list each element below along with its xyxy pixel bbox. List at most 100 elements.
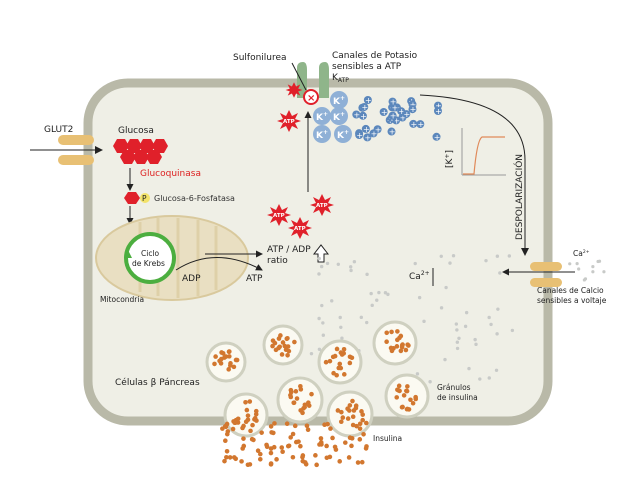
released-insulin-particle <box>298 443 303 449</box>
released-insulin-particle <box>296 439 301 444</box>
released-insulin <box>220 420 369 468</box>
calcium-dot <box>494 368 499 372</box>
insulin-particle <box>213 354 218 359</box>
calcium-dot <box>443 357 447 362</box>
insulin-particle <box>406 343 411 348</box>
atp-stars-cluster: ATP ATP ATP <box>267 194 334 239</box>
plus-sign: + <box>361 103 368 112</box>
calcium-dot <box>597 259 602 263</box>
released-insulin-particle <box>332 444 338 450</box>
insulin-particle <box>288 392 293 398</box>
phosphate-label: P <box>142 194 147 203</box>
calcium-dot <box>330 299 334 303</box>
sulfonilurea-label: Sulfonilurea <box>233 53 287 63</box>
despolarizacion-label: DESPOLARIZACIÓN <box>513 154 525 240</box>
calcium-dot <box>495 254 500 258</box>
plus-sign: + <box>410 100 417 109</box>
released-insulin-particle <box>285 443 291 449</box>
insulin-particle <box>405 384 410 389</box>
calcium-dot <box>568 262 572 266</box>
calcium-dot <box>422 319 426 324</box>
released-insulin-particle <box>327 454 333 460</box>
calcium-dot <box>348 265 353 269</box>
calcium-dot <box>417 295 422 300</box>
calcium-dot <box>575 261 579 266</box>
released-insulin-particle <box>325 421 330 427</box>
atp-star-label: ATP <box>294 226 306 232</box>
calcium-dot <box>352 260 357 264</box>
calcium-dot <box>467 366 471 371</box>
released-insulin-particle <box>361 432 366 437</box>
ratio-label-line2: ratio <box>267 256 288 266</box>
plus-charge <box>388 97 397 106</box>
plus-charge <box>352 110 361 119</box>
calcium-dot <box>428 380 432 384</box>
insulin-particle <box>341 372 347 377</box>
calcium-dot <box>340 336 344 340</box>
released-insulin-particle <box>300 458 306 464</box>
insulin-particle <box>350 398 355 404</box>
released-insulin-particle <box>230 426 236 432</box>
released-insulin-particle <box>274 457 279 462</box>
released-insulin-particle <box>363 420 369 426</box>
released-insulin-particle <box>224 431 230 437</box>
plus-sign: + <box>365 96 372 105</box>
insulin-particle <box>245 413 251 418</box>
released-insulin-particle <box>248 428 253 434</box>
plus-sign: + <box>389 128 396 137</box>
released-insulin-particle <box>342 440 348 445</box>
plus-charge <box>360 102 369 111</box>
calcium-dot <box>383 291 388 295</box>
glut2-channel <box>58 135 94 165</box>
insulin-particle <box>293 389 299 394</box>
calcium-dot <box>457 336 461 340</box>
plus-sign: + <box>418 120 425 129</box>
calcium-dot <box>498 271 502 275</box>
calcium-dot <box>451 254 456 258</box>
insulin-particle <box>413 394 418 400</box>
insulin-particle <box>404 388 410 394</box>
k-ion-label: K+ <box>316 129 328 141</box>
insulin-particle <box>292 339 297 345</box>
katp-label: KATP <box>332 73 349 84</box>
insulin-particle <box>397 388 402 394</box>
calcium-dot <box>507 254 512 258</box>
calcium-dot <box>309 351 314 356</box>
plus-sign: + <box>353 110 360 119</box>
calcium-dot <box>487 376 491 380</box>
insulin-particle <box>400 404 405 410</box>
insulin-particle <box>341 346 347 352</box>
calcium-dot <box>317 272 321 276</box>
insulin-particle <box>231 364 237 370</box>
insulin-particle <box>288 387 294 393</box>
plus-charge <box>361 124 370 133</box>
insulin-particle <box>395 329 400 334</box>
ca-outside-label: Ca2+ <box>573 249 590 258</box>
depolarization-arrow <box>419 94 529 256</box>
glut2-label: GLUT2 <box>44 125 73 135</box>
g6p-label: Glucosa-6-Fosfatasa <box>154 194 235 203</box>
calcium-dot <box>577 267 581 271</box>
insulin-particle <box>323 359 329 365</box>
released-insulin-particle <box>349 443 354 449</box>
insulin-particle <box>212 361 217 367</box>
insulin-particle <box>285 352 290 358</box>
calcium-dot <box>365 272 369 277</box>
calcium-dot <box>339 325 343 329</box>
calcium-dot <box>319 264 324 269</box>
insulin-particle <box>403 347 409 353</box>
calcium-dot <box>444 285 448 290</box>
phosphate-badge <box>140 193 150 203</box>
outer-calcium-dots <box>568 259 606 282</box>
k-ion-label: K+ <box>333 95 345 107</box>
released-insulin-particle <box>357 437 363 442</box>
released-insulin-particle <box>346 455 352 460</box>
insulin-particle <box>327 358 333 364</box>
plus-sign: + <box>381 108 388 117</box>
adp-label: ADP <box>182 274 201 284</box>
insulin-particle <box>350 414 356 420</box>
glucose-hexagons <box>113 139 168 164</box>
plus-sign: + <box>403 110 410 119</box>
krebs-label-line2: de Krebs <box>132 259 165 268</box>
insulin-particle <box>226 354 232 359</box>
